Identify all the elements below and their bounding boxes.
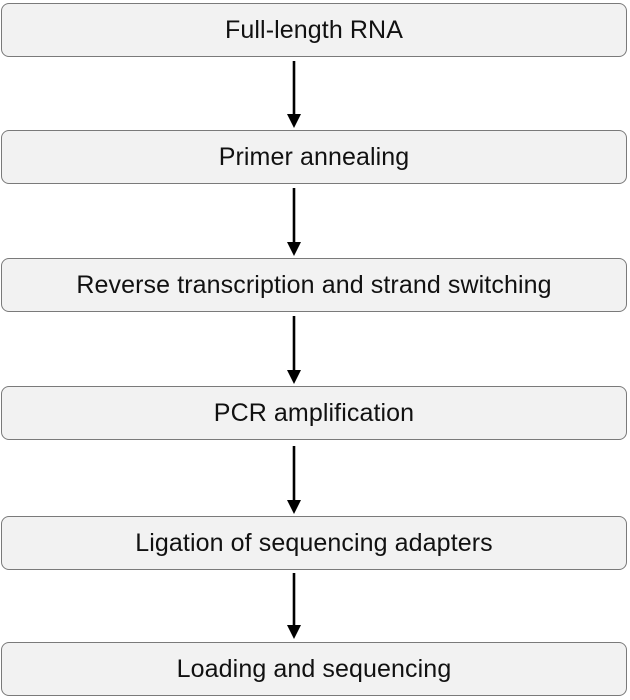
step-box-pcr-amplification: PCR amplification <box>1 386 627 440</box>
step-box-loading-and-sequencing: Loading and sequencing <box>1 642 627 696</box>
down-arrow-icon <box>286 316 302 384</box>
step-box-ligation-of-adapters: Ligation of sequencing adapters <box>1 516 627 570</box>
step-label: Reverse transcription and strand switchi… <box>76 270 552 299</box>
down-arrow-icon <box>286 446 302 514</box>
step-box-full-length-rna: Full-length RNA <box>1 3 627 57</box>
step-box-reverse-transcription: Reverse transcription and strand switchi… <box>1 258 627 312</box>
step-label: Primer annealing <box>218 142 410 171</box>
step-label: PCR amplification <box>213 398 415 427</box>
step-box-primer-annealing: Primer annealing <box>1 130 627 184</box>
step-label: Full-length RNA <box>225 15 403 44</box>
down-arrow-icon <box>286 188 302 256</box>
step-label: Loading and sequencing <box>176 654 452 683</box>
down-arrow-icon <box>286 61 302 128</box>
step-label: Ligation of sequencing adapters <box>135 528 493 557</box>
down-arrow-icon <box>286 573 302 639</box>
